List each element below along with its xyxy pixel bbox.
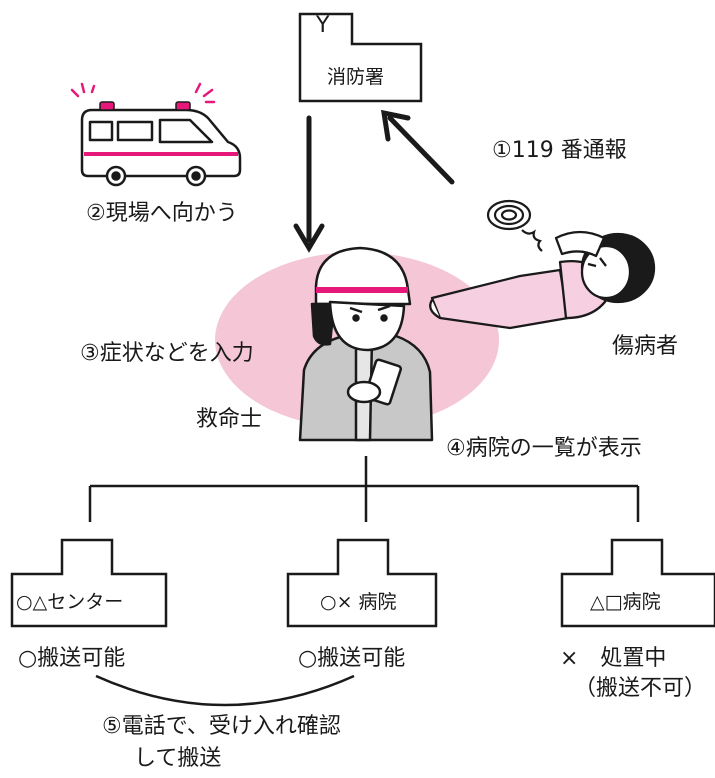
step-call-label: ①119 番通報 [492,138,627,163]
patient-illustration [429,230,656,330]
hospital-name-1: ○△センター [16,591,124,613]
paramedic-illustration [298,246,434,442]
station-label: 消防署 [327,66,385,88]
hospital-building-2 [286,538,438,628]
hospital-name-2: ○× 病院 [320,591,397,613]
arrow-station-to-scene [293,115,325,253]
patient-label: 傷病者 [612,334,679,359]
siren-rays [70,82,216,104]
hospital-connector-lines [88,456,640,522]
step-dispatch-label: ②現場へ向かう [86,201,238,226]
hospital-status-2: ○搬送可能 [298,646,406,671]
ambulance-illustration [80,101,242,187]
fire-station-building [298,12,423,103]
dizzy-swirl-icon [486,199,543,252]
step-confirm-line1: ⑤電話で、受け入れ確認 [102,714,341,739]
paramedic-label: 救命士 [196,407,263,432]
hospital-name-3: △□病院 [590,591,661,613]
step-input-label: ③症状などを入力 [80,341,254,366]
hospital-building-1 [10,538,168,628]
step-confirm-line2: して搬送 [134,746,222,771]
station-mark: Y [316,13,330,38]
step-display-label: ④病院の一覧が表示 [446,436,642,461]
hospital-status-3-detail: （搬送不可） [574,676,707,701]
arrow-call-to-station [380,109,455,185]
hospital-building-3 [560,538,715,628]
hospital-status-3: × 処置中 [560,646,667,671]
confirm-curve [95,674,355,707]
hospital-status-1: ○搬送可能 [18,646,126,671]
